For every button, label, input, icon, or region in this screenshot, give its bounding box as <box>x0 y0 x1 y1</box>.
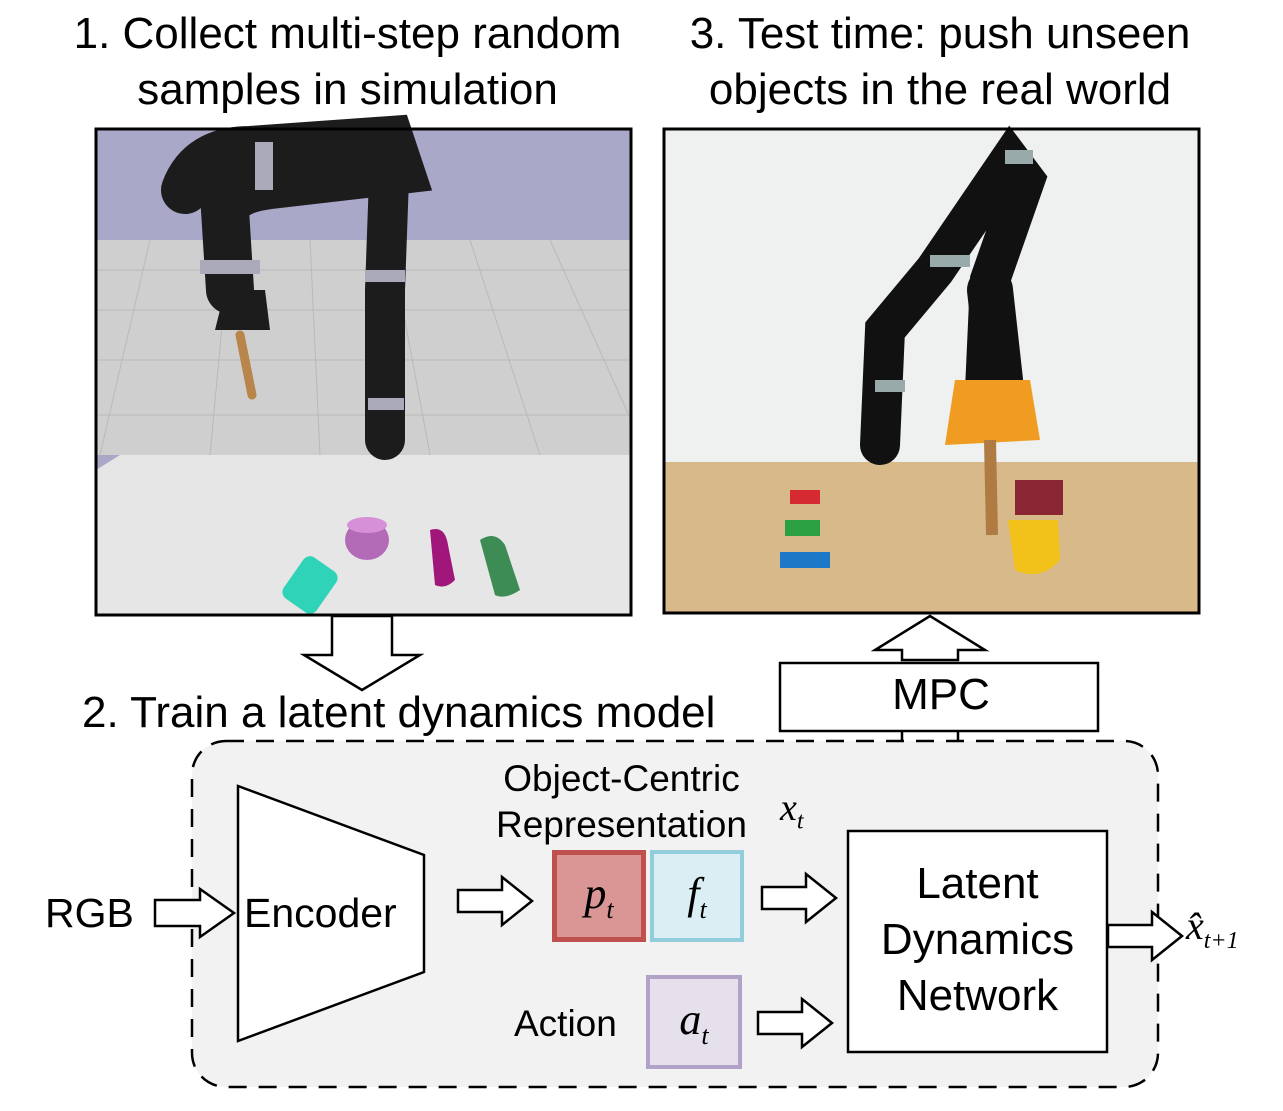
representation-label-line2: Representation <box>496 804 747 845</box>
representation-arrow <box>760 871 839 925</box>
state-symbol: xt <box>780 787 804 835</box>
position-symbol: pt <box>584 868 614 924</box>
panel3-title: 3. Test time: push unseen objects in the… <box>660 6 1220 118</box>
up-arrow <box>870 614 990 662</box>
network-line2: Dynamics <box>880 915 1075 964</box>
action-symbol: at <box>679 994 709 1050</box>
action-label: Action <box>514 1003 617 1044</box>
representation-label: Object-Centric Representation <box>496 756 747 848</box>
representation-label-line1: Object-Centric <box>503 758 740 799</box>
action-arrow <box>756 996 835 1050</box>
down-arrow <box>299 614 425 692</box>
encoder-label: Encoder <box>244 890 397 936</box>
mpc-box <box>778 661 1100 733</box>
panel1-title-line2: samples in simulation <box>137 65 558 114</box>
panel1-title-line1: 1. Collect multi-step random <box>73 9 622 58</box>
rgb-arrow <box>153 886 237 940</box>
panel3-title-line2: objects in the real world <box>708 65 1172 114</box>
panel2-title: 2. Train a latent dynamics model <box>82 688 716 737</box>
feature-box: ft <box>650 850 744 942</box>
network-line3: Network <box>896 971 1059 1020</box>
latent-dynamics-box <box>846 829 1109 1054</box>
latent-dynamics-label: Latent Dynamics Network <box>848 856 1107 1024</box>
encoder-shape <box>236 784 426 1043</box>
mpc-label: MPC <box>892 670 990 719</box>
panel1-title: 1. Collect multi-step random samples in … <box>50 6 645 118</box>
real-world-image <box>662 125 1201 615</box>
feature-symbol: ft <box>687 868 707 924</box>
rgb-label: RGB <box>45 890 134 936</box>
network-line1: Latent <box>916 859 1039 908</box>
action-box: at <box>646 975 742 1069</box>
output-arrow <box>1106 909 1185 963</box>
encoder-output-arrow <box>456 874 535 928</box>
panel3-title-line1: 3. Test time: push unseen <box>689 9 1191 58</box>
position-box: pt <box>552 850 646 942</box>
simulation-image <box>94 114 633 617</box>
output-symbol: x̂t+1 <box>1186 903 1239 954</box>
